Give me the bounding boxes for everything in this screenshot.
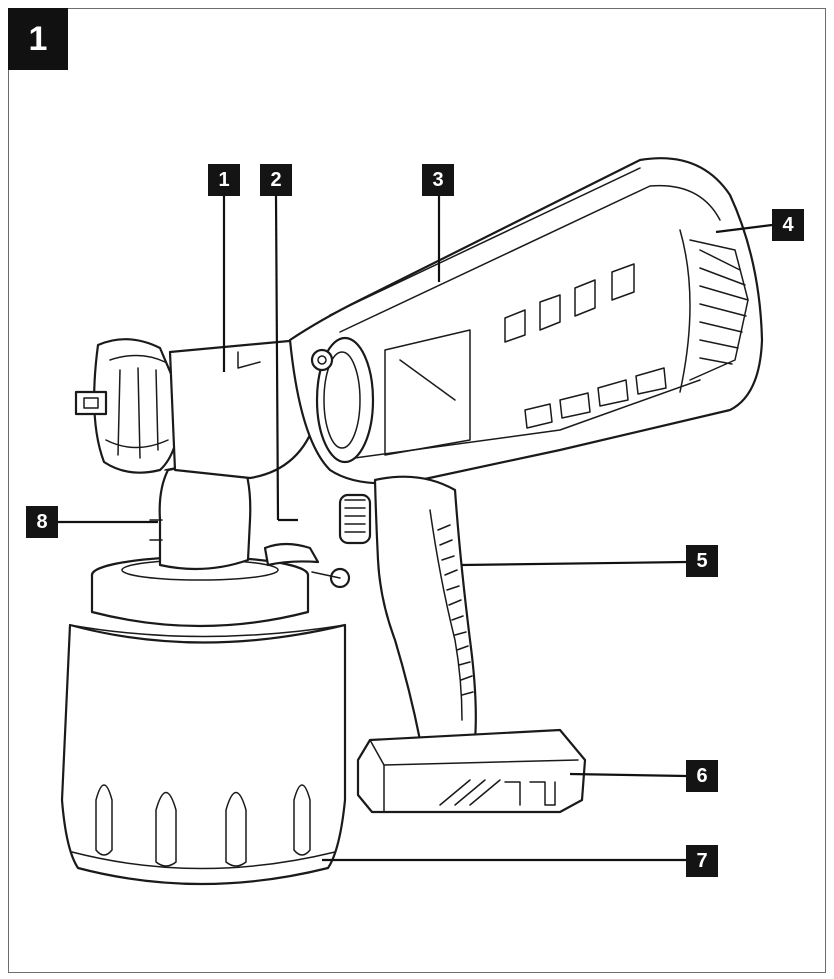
- callout-7: 7: [686, 845, 718, 877]
- callout-5: 5: [686, 545, 718, 577]
- spray-nozzle-head: [74, 338, 318, 480]
- gun-body: [288, 157, 764, 485]
- callout-4: 4: [772, 209, 804, 241]
- callout-1: 1: [208, 164, 240, 196]
- callout-8: 8: [26, 506, 58, 538]
- figure-number-badge: 1: [8, 8, 68, 70]
- trigger-assembly: [263, 348, 372, 589]
- callout-6: 6: [686, 760, 718, 792]
- callout-2: 2: [260, 164, 292, 196]
- handle: [373, 475, 477, 742]
- battery-pack: [356, 728, 587, 814]
- callout-3: 3: [422, 164, 454, 196]
- paint-container: [60, 555, 347, 886]
- leader-lines: [58, 195, 773, 862]
